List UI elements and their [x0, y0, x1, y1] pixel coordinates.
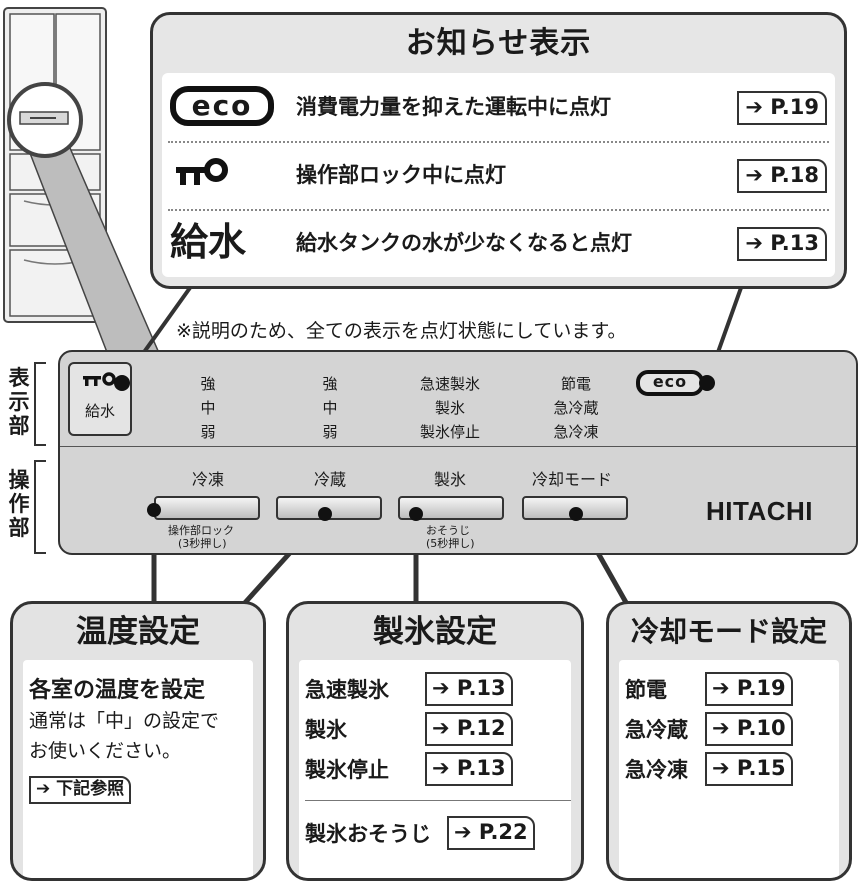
divider — [168, 209, 829, 211]
eco-indicator-icon: eco — [636, 370, 704, 396]
button-label-ice: 製氷 — [433, 470, 466, 489]
key-lock-icon — [83, 372, 116, 386]
notice-title: お知らせ表示 — [405, 26, 592, 61]
temperature-setting-box: 温度設定 各室の温度を設定 通常は「中」の設定で お使いください。 ➔ 下記参照 — [10, 601, 266, 881]
bracket-display — [34, 362, 46, 446]
notice-row-lock: 操作部ロック中に点灯 ➔ P.18 — [162, 141, 835, 209]
side-label-operation: 操作部 — [8, 468, 30, 540]
temperature-heading: 各室の温度を設定 — [29, 678, 206, 703]
cooling-mode-body: 節電 ➔ P.19 急冷蔵 ➔ P.10 急冷凍 ➔ P.15 — [619, 660, 839, 878]
notice-row-water: 給水 給水タンクの水が少なくなると点灯 ➔ P.13 — [162, 209, 835, 277]
cooling-row-label: 節電 — [625, 678, 667, 702]
ice-row-label: 製氷停止 — [305, 758, 389, 782]
button-label-cooling: 冷却モード — [531, 470, 612, 489]
see-below-reference: ➔ 下記参照 — [29, 776, 132, 804]
ice-row-label: 急速製氷 — [305, 678, 389, 702]
notice-row-text: 給水タンクの水が少なくなると点灯 — [296, 231, 632, 255]
page-reference: ➔ P.18 — [737, 159, 827, 193]
lock-water-indicator: 給水 — [68, 362, 132, 436]
control-panel: 給水 強中弱 強中弱 急速製氷製氷製氷停止 節電急冷蔵急冷凍 eco 冷凍 冷蔵… — [58, 350, 858, 555]
bracket-operation — [34, 460, 46, 554]
temperature-setting-body: 各室の温度を設定 通常は「中」の設定で お使いください。 ➔ 下記参照 — [23, 660, 253, 878]
ice-row-label: 製氷 — [305, 718, 347, 742]
button-label-freezer: 冷凍 — [191, 470, 224, 489]
ice-mode-indicator: 急速製氷製氷製氷停止 — [419, 375, 480, 441]
divider — [305, 800, 571, 801]
page-reference: ➔ P.13 — [425, 672, 513, 706]
side-label-display: 表示部 — [8, 366, 30, 438]
key-lock-icon — [170, 151, 280, 197]
cooling-mode-title: 冷却モード設定 — [630, 615, 827, 648]
ice-setting-body: 急速製氷 ➔ P.13 製氷 ➔ P.12 製氷停止 ➔ P.13 製氷おそうじ… — [299, 660, 571, 878]
ice-clean-label: 製氷おそうじ — [305, 822, 431, 846]
freezer-level-indicator: 強中弱 — [200, 375, 216, 441]
divider — [168, 141, 829, 143]
clean-hint: おそうじ(5秒押し) — [426, 524, 475, 550]
cooling-row-label: 急冷凍 — [625, 758, 688, 782]
page-reference: ➔ P.22 — [447, 816, 535, 850]
brand-logo: HITACHI — [706, 496, 814, 526]
notice-row-text: 操作部ロック中に点灯 — [296, 163, 506, 187]
page-reference: ➔ P.13 — [737, 227, 827, 261]
water-supply-symbol: 給水 — [170, 220, 247, 264]
lock-hint: 操作部ロック(3秒押し) — [168, 524, 234, 550]
notice-row-eco: eco 消費電力量を抑えた運転中に点灯 ➔ P.19 — [162, 73, 835, 141]
water-indicator-label: 給水 — [84, 402, 115, 420]
notice-row-text: 消費電力量を抑えた運転中に点灯 — [296, 95, 611, 119]
button-label-fridge: 冷蔵 — [313, 470, 346, 489]
page-reference: ➔ P.19 — [737, 91, 827, 125]
fridge-level-indicator: 強中弱 — [322, 375, 338, 441]
display-section — [60, 352, 856, 447]
temperature-setting-title: 温度設定 — [76, 614, 200, 650]
eco-icon: eco — [170, 83, 280, 129]
notice-display-box: お知らせ表示 eco 消費電力量を抑えた運転中に点灯 ➔ P.19 操作部ロック… — [150, 12, 847, 289]
ice-setting-title: 製氷設定 — [373, 614, 497, 650]
explanation-note: ※説明のため、全ての表示を点灯状態にしています。 — [176, 320, 627, 342]
notice-body: eco 消費電力量を抑えた運転中に点灯 ➔ P.19 操作部ロック中に点灯 ➔ … — [162, 73, 835, 277]
page-reference: ➔ P.19 — [705, 672, 793, 706]
page-reference: ➔ P.12 — [425, 712, 513, 746]
page-reference: ➔ P.10 — [705, 712, 793, 746]
page-reference: ➔ P.15 — [705, 752, 793, 786]
cooling-mode-indicator: 節電急冷蔵急冷凍 — [553, 375, 599, 441]
cooling-row-label: 急冷蔵 — [625, 718, 688, 742]
page-reference: ➔ P.13 — [425, 752, 513, 786]
temperature-note-line2: お使いください。 — [29, 740, 182, 762]
ice-setting-box: 製氷設定 急速製氷 ➔ P.13 製氷 ➔ P.12 製氷停止 ➔ P.13 製… — [286, 601, 584, 881]
temperature-note-line1: 通常は「中」の設定で — [29, 710, 220, 732]
